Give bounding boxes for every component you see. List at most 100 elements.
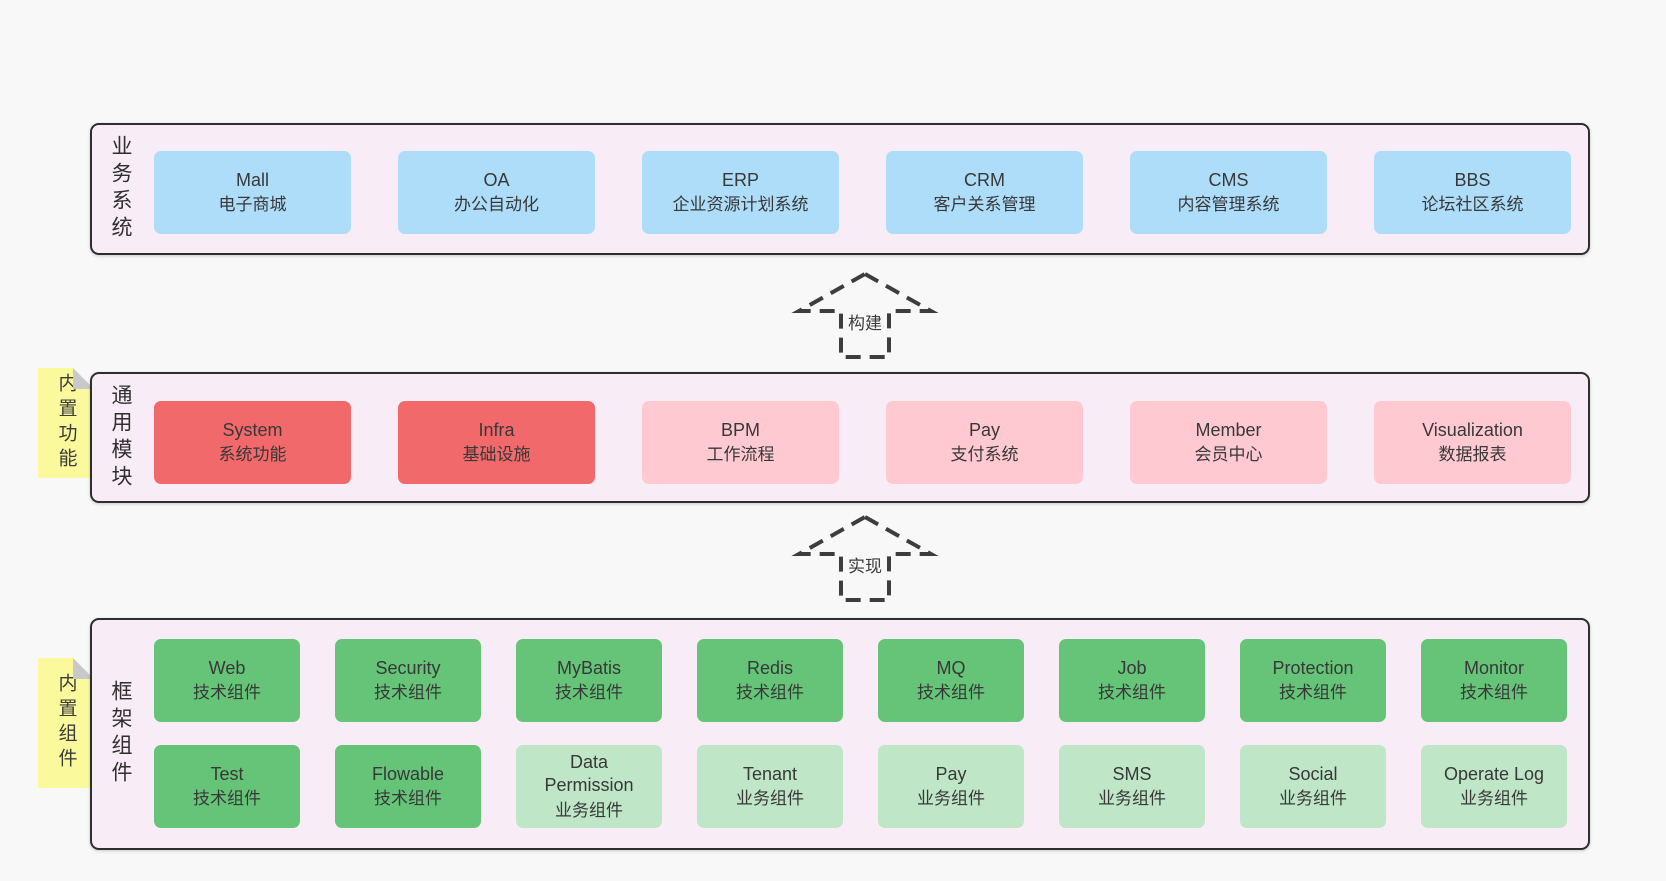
module-subtitle: 技术组件 [1279,683,1347,703]
module-subtitle: 业务组件 [1098,789,1166,809]
sticky-tag-built-in-components: 内置组件 [38,658,94,788]
module-name: Security [375,657,441,678]
module-subtitle: 数据报表 [1438,445,1507,465]
module-name: System [222,419,283,440]
module-name: Protection [1272,657,1354,678]
module-name: Job [1117,657,1147,678]
module-box-mybatis: MyBatis 技术组件 [516,639,662,722]
layer-label-framework-components: 框架组件 [109,680,132,788]
folded-corner-icon [73,368,94,389]
module-subtitle: 内容管理系统 [1177,195,1280,215]
module-subtitle: 业务组件 [917,789,985,809]
module-name: Pay [968,419,1001,440]
build-arrow: 构建 [790,270,940,362]
module-name: BPM [720,419,760,440]
module-subtitle: 会员中心 [1194,445,1263,465]
module-box-infra: Infra 基础设施 [398,401,595,484]
module-box-cms: CMS 内容管理系统 [1130,151,1327,234]
module-name: BBS [1454,169,1491,190]
module-name: Visualization [1422,419,1523,440]
module-subtitle: 技术组件 [1460,683,1528,703]
module-subtitle: 技术组件 [193,789,261,809]
module-subtitle: 业务组件 [555,800,623,820]
implement-arrow: 实现 [790,513,940,605]
module-box-monitor: Monitor 技术组件 [1421,639,1567,722]
layer-common-modules: 通用模块 System 系统功能 Infra 基础设施 BPM 工作流程 Pay 支付系统 Me… [90,372,1590,503]
module-box-social: Social 业务组件 [1240,745,1386,828]
layer-label-business-systems: 业务系统 [109,135,132,243]
module-subtitle: 支付系统 [950,445,1019,465]
sticky-tag-label: 内置功能 [55,373,77,473]
module-name: Redis [746,657,794,678]
module-box-redis: Redis 技术组件 [697,639,843,722]
module-box-visualization: Visualization 数据报表 [1374,401,1571,484]
module-name: MQ [936,657,966,678]
module-subtitle: 办公自动化 [454,195,539,215]
module-subtitle: 技术组件 [555,683,623,703]
folded-corner-icon [73,658,94,679]
module-box-data-permission: Data Permission 业务组件 [516,745,662,828]
module-subtitle: 电子商城 [218,195,287,215]
build-arrow-label: 构建 [845,308,885,335]
module-name: Pay [935,763,967,784]
module-name: Mall [235,169,269,190]
module-subtitle: 论坛社区系统 [1421,195,1524,215]
dashed-up-arrow-icon [791,271,939,359]
module-name: Operate Log [1443,763,1545,784]
module-subtitle: 技术组件 [1098,683,1166,703]
module-subtitle: 技术组件 [374,789,442,809]
module-subtitle: 业务组件 [736,789,804,809]
module-box-job: Job 技术组件 [1059,639,1205,722]
module-box-system: System 系统功能 [154,401,351,484]
module-name: ERP [721,169,759,190]
module-name: Test [210,763,244,784]
module-box-pay: Pay 业务组件 [878,745,1024,828]
sticky-tag-label: 内置组件 [55,673,77,773]
module-name: MyBatis [556,657,621,678]
module-box-tenant: Tenant 业务组件 [697,745,843,828]
module-box-flowable: Flowable 技术组件 [335,745,481,828]
module-subtitle: 技术组件 [736,683,804,703]
sticky-tag-built-in-features: 内置功能 [38,368,94,478]
module-box-test: Test 技术组件 [154,745,300,828]
module-name: Monitor [1463,657,1525,678]
module-box-security: Security 技术组件 [335,639,481,722]
module-name: Web [208,657,246,678]
dashed-up-arrow-icon [791,514,939,602]
module-box-sms: SMS 业务组件 [1059,745,1205,828]
module-name: Infra [478,419,515,440]
module-name: Flowable [371,763,445,784]
module-name: Social [1288,763,1338,784]
module-subtitle: 技术组件 [374,683,442,703]
module-name: CMS [1208,169,1249,190]
module-subtitle: 基础设施 [462,445,531,465]
module-box-protection: Protection 技术组件 [1240,639,1386,722]
module-subtitle: 技术组件 [193,683,261,703]
module-name: Data Permission [544,752,634,796]
module-box-pay: Pay 支付系统 [886,401,1083,484]
layer-label-common-modules: 通用模块 [109,383,132,492]
module-name: Tenant [742,763,798,784]
module-box-web: Web 技术组件 [154,639,300,722]
module-box-mall: Mall 电子商城 [154,151,351,234]
module-name: SMS [1112,763,1152,784]
module-subtitle: 工作流程 [706,445,775,465]
module-box-bbs: BBS 论坛社区系统 [1374,151,1571,234]
module-subtitle: 系统功能 [218,445,287,465]
module-subtitle: 技术组件 [917,683,985,703]
module-subtitle: 客户关系管理 [933,195,1036,215]
module-subtitle: 业务组件 [1279,789,1347,809]
